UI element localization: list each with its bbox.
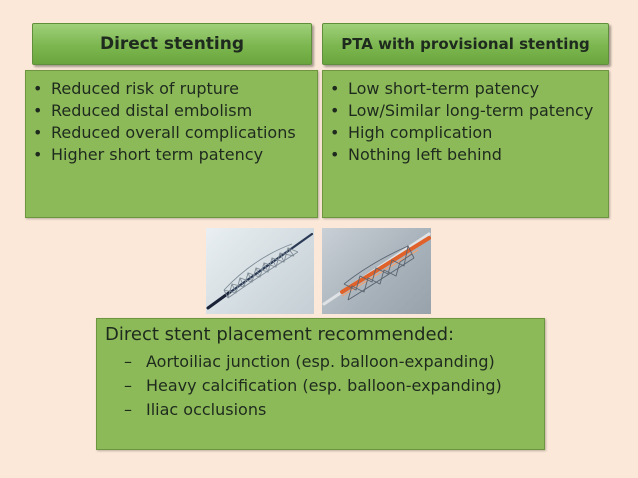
list-item: Low/Similar long-term patency: [330, 100, 602, 121]
list-item: Reduced risk of rupture: [33, 78, 311, 99]
list-item: Iliac occlusions: [124, 399, 544, 421]
list-item: High complication: [330, 122, 602, 143]
header-pta-provisional-stenting-label: PTA with provisional stenting: [341, 35, 590, 53]
stent-bare-icon: [206, 232, 314, 310]
stent-photo-on-catheter: [322, 228, 431, 314]
list-item: Reduced overall complications: [33, 122, 311, 143]
header-pta-provisional-stenting: PTA with provisional stenting: [322, 23, 609, 65]
direct-stenting-box: Reduced risk of rupture Reduced distal e…: [25, 70, 318, 218]
list-item: Aortoiliac junction (esp. balloon-expand…: [124, 351, 544, 373]
list-item: Higher short term patency: [33, 144, 311, 165]
direct-stenting-list: Reduced risk of rupture Reduced distal e…: [26, 71, 317, 165]
list-item: Reduced distal embolism: [33, 100, 311, 121]
list-item: Nothing left behind: [330, 144, 602, 165]
recommendation-title: Direct stent placement recommended:: [105, 324, 455, 345]
stent-photo-bare: [206, 228, 314, 314]
pta-provisional-box: Low short-term patency Low/Similar long-…: [322, 70, 609, 218]
recommendation-list: Aortoiliac junction (esp. balloon-expand…: [97, 351, 544, 421]
list-item: Heavy calcification (esp. balloon-expand…: [124, 375, 544, 397]
stent-on-catheter-icon: [322, 232, 431, 306]
pta-provisional-list: Low short-term patency Low/Similar long-…: [323, 71, 608, 165]
header-direct-stenting-label: Direct stenting: [99, 34, 245, 54]
header-direct-stenting: Direct stenting: [32, 23, 312, 65]
recommendation-box: Direct stent placement recommended: Aort…: [96, 318, 545, 450]
list-item: Low short-term patency: [330, 78, 602, 99]
